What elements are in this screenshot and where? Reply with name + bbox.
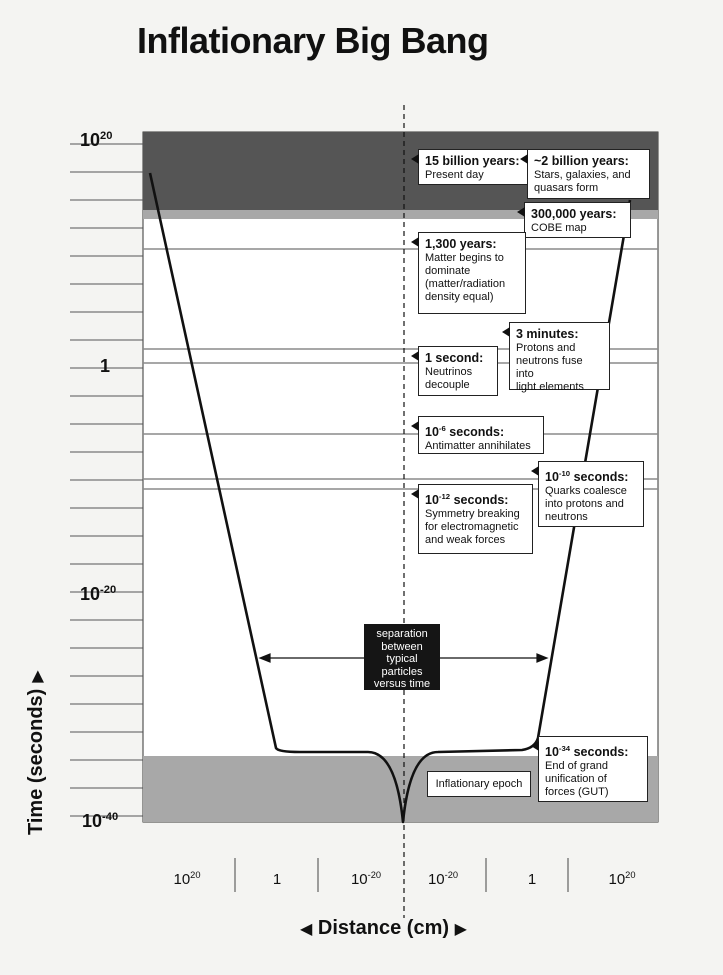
annotation-cobe-map: 300,000 years: COBE map bbox=[517, 202, 631, 238]
separation-curve bbox=[148, 172, 632, 824]
x-tick-label: 1 bbox=[527, 871, 537, 888]
x-tick-label: 1 bbox=[272, 871, 282, 888]
x-tick-label: 10-20 bbox=[350, 870, 382, 888]
annotation-gut: 10-34 seconds: End of grand unification … bbox=[531, 736, 648, 802]
inflationary-epoch-label: Inflationary epoch bbox=[427, 771, 531, 797]
annotation-two-billion-years: ~2 billion years: Stars, galaxies, and q… bbox=[520, 149, 650, 199]
y-tick-label: 10-20 bbox=[80, 584, 117, 604]
arrow-up-icon: ▶ bbox=[29, 670, 46, 683]
y-tick-label: 1020 bbox=[80, 130, 113, 150]
annotation-quarks: 10-10 seconds: Quarks coalesce into prot… bbox=[531, 461, 644, 527]
x-tick-label: 1020 bbox=[608, 870, 636, 888]
annotation-three-minutes: 3 minutes: Protons and neutrons fuse int… bbox=[502, 322, 610, 393]
separation-arrows bbox=[258, 653, 549, 663]
separation-label: separation between typical particles ver… bbox=[364, 624, 440, 690]
y-axis-ticks bbox=[70, 143, 143, 817]
annotation-matter-dominates: 1,300 years: Matter begins to dominate (… bbox=[411, 232, 526, 314]
arrow-left-icon: ◀ bbox=[300, 921, 313, 938]
x-axis-label: ◀ Distance (cm) ▶ bbox=[300, 917, 467, 939]
y-tick-label: 1 bbox=[100, 356, 111, 376]
recent-epoch-band bbox=[143, 210, 658, 219]
annotation-present-day: 15 billion years: Present day bbox=[411, 149, 530, 185]
y-axis-label: Time (seconds)▶ bbox=[25, 670, 47, 835]
y-tick-label: 10-40 bbox=[82, 811, 119, 831]
annotation-antimatter: 10-6 seconds: Antimatter annihilates bbox=[411, 416, 544, 454]
x-axis-ticks bbox=[234, 858, 569, 892]
x-tick-label: 1020 bbox=[173, 870, 201, 888]
x-tick-label: 10-20 bbox=[427, 870, 459, 888]
annotation-symmetry-breaking: 10-12 seconds: Symmetry breaking for ele… bbox=[411, 484, 533, 554]
annotation-one-second: 1 second: Neutrinos decouple bbox=[411, 346, 498, 396]
diagram-title: Inflationary Big Bang bbox=[137, 20, 489, 61]
arrow-right-icon: ▶ bbox=[454, 921, 467, 938]
